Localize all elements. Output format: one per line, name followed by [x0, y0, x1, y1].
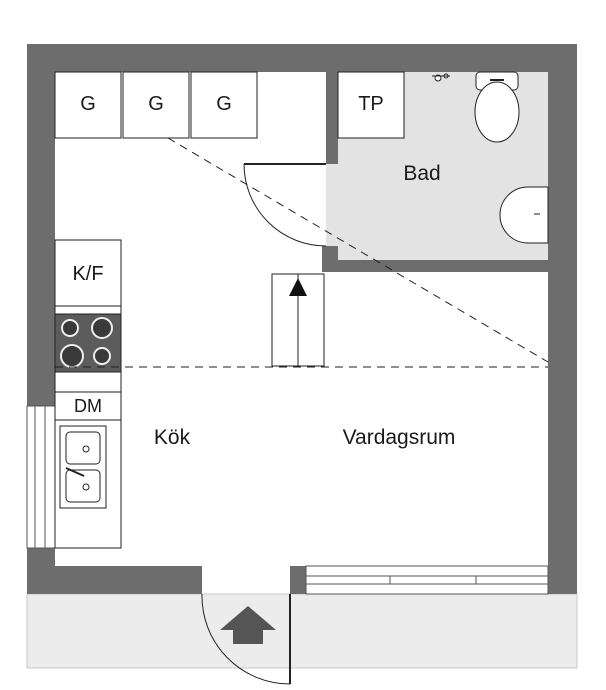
- loft-outline: [55, 137, 549, 368]
- living-room-label: Vardagsrum: [343, 426, 456, 449]
- entrance-arrow-icon: [220, 606, 276, 644]
- wardrobe-1-label: G: [80, 93, 96, 115]
- toilet: [474, 71, 520, 143]
- wardrobe-row: [54, 71, 258, 139]
- stove: [54, 313, 122, 373]
- bathroom-door: [243, 163, 327, 247]
- dishwasher-label: DM: [74, 396, 102, 416]
- laundry-label: TP: [358, 93, 384, 115]
- bathroom-walls: [322, 72, 548, 272]
- wardrobe-1: [54, 71, 122, 139]
- outdoor-area: [26, 593, 578, 669]
- window-left: [26, 405, 56, 549]
- burner: [91, 317, 113, 339]
- window-bottom: [305, 565, 549, 595]
- stair-arrow-icon: [289, 278, 307, 296]
- kitchen-label: Kök: [154, 426, 191, 449]
- wardrobe-3: [190, 71, 258, 139]
- dishwasher-unit: [54, 391, 122, 421]
- wardrobe-2-label: G: [148, 93, 164, 115]
- laundry-cabinet: [337, 71, 405, 139]
- burner: [93, 347, 111, 365]
- kitchen-sink: [59, 425, 107, 509]
- burner: [60, 344, 84, 368]
- entrance-door: [201, 593, 291, 685]
- bathroom-label: Bad: [403, 162, 440, 185]
- bathroom-sink: [499, 186, 549, 244]
- fridge-freezer-unit: [54, 239, 122, 307]
- burner: [61, 319, 79, 337]
- wardrobe-2: [122, 71, 190, 139]
- shower-head: [432, 73, 450, 82]
- wardrobe-3-label: G: [216, 93, 232, 115]
- fridge-freezer-label: K/F: [72, 263, 103, 285]
- exterior-walls: [27, 44, 577, 594]
